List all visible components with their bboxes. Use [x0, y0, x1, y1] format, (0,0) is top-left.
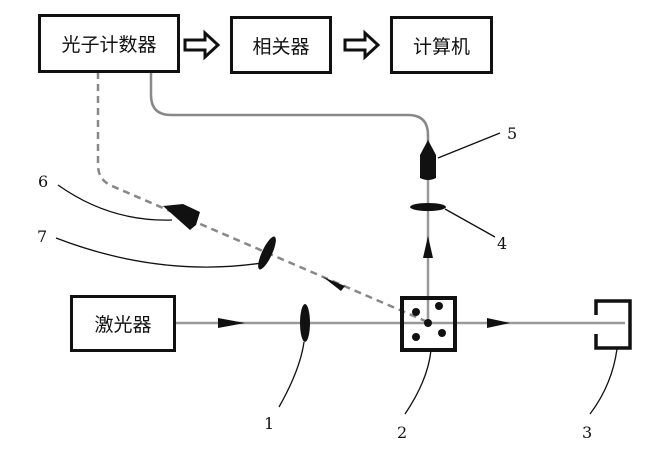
- correlator-label: 相关器: [252, 35, 310, 58]
- label-7: 7: [37, 227, 48, 246]
- block-arrow-icon: [183, 29, 221, 61]
- label-5: 5: [507, 124, 518, 143]
- particle: [435, 302, 443, 310]
- label-4: 4: [497, 234, 508, 253]
- label-2: 2: [397, 423, 408, 442]
- leader-line-7: [55, 237, 263, 268]
- beam-arrow-icon: [218, 318, 245, 328]
- particle: [438, 329, 446, 337]
- lens-7: [258, 236, 276, 270]
- computer-label: 计算机: [412, 35, 470, 58]
- leader-line-2: [404, 349, 432, 415]
- label-1: 1: [264, 414, 275, 433]
- fiber-cable: [149, 72, 430, 145]
- leader-line-1: [278, 341, 305, 408]
- computer-box: 计算机: [390, 16, 493, 74]
- particle: [412, 308, 420, 316]
- beam-arrow-icon: [487, 318, 510, 328]
- photon-counter-box: 光子计数器: [38, 14, 180, 73]
- detector-6: [163, 204, 200, 230]
- leader-line-6: [57, 184, 173, 221]
- leader-line-4: [444, 208, 496, 238]
- scattered-beam-dashed: [96, 72, 431, 325]
- photon-counter-label: 光子计数器: [61, 34, 157, 56]
- sample-cell-2: [400, 296, 457, 352]
- block-arrow-icon: [343, 29, 381, 61]
- beam-arrow-icon: [323, 277, 345, 291]
- leader-line-3: [589, 348, 618, 415]
- particle: [424, 319, 432, 327]
- lens-1: [300, 304, 310, 342]
- lens-4: [410, 203, 446, 211]
- label-6: 6: [38, 172, 49, 191]
- label-3: 3: [582, 423, 593, 442]
- detector-5: [420, 140, 436, 180]
- laser-box: 激光器: [70, 295, 176, 352]
- correlator-box: 相关器: [230, 16, 332, 74]
- particle: [412, 333, 420, 341]
- beam-trap-3: [594, 299, 632, 350]
- beam-arrow-icon: [423, 236, 433, 258]
- leader-line-5: [437, 132, 501, 159]
- laser-label: 激光器: [94, 314, 152, 336]
